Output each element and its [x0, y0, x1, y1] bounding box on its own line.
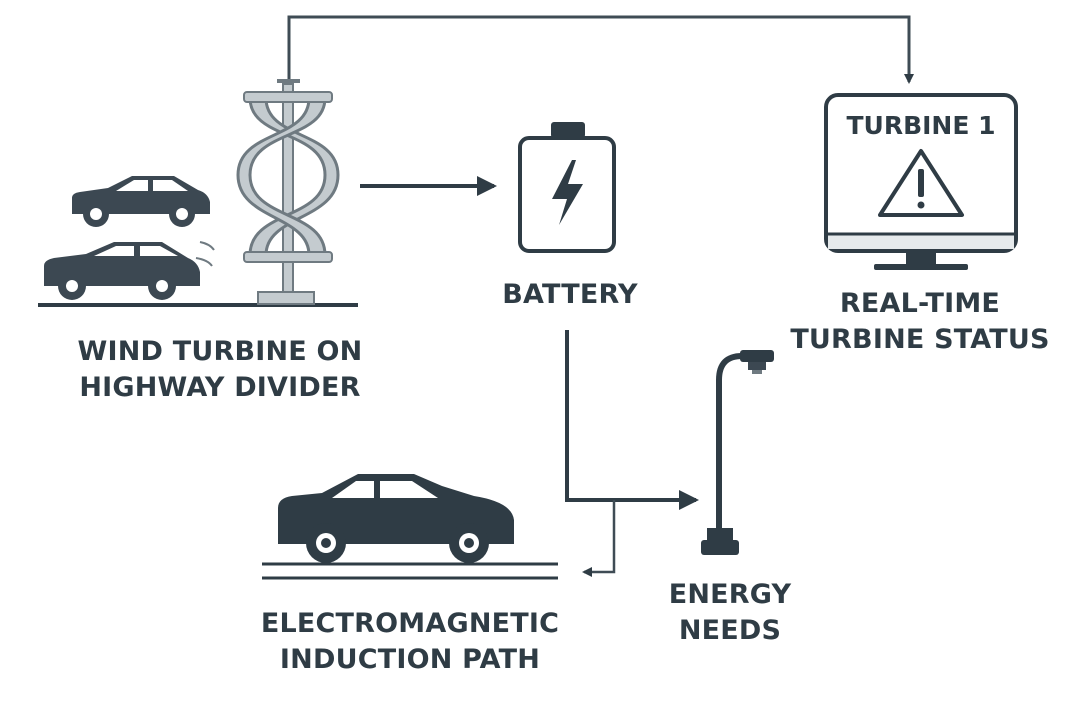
induction-path-label-line-1: ELECTROMAGNETIC	[260, 608, 560, 639]
turbine-status-label-line-1: REAL-TIME	[839, 288, 1001, 319]
arrow-battery-to-energy	[565, 330, 699, 510]
monitor-title: TURBINE 1	[846, 111, 996, 140]
battery-label: BATTERY	[480, 277, 660, 313]
wind-turbine-label: WIND TURBINE ON HIGHWAY DIVIDER	[55, 334, 385, 406]
arrow-branch-to-induction	[582, 500, 616, 577]
battery-lightning-icon	[518, 122, 616, 253]
wind-turbine-label-line-2: HIGHWAY DIVIDER	[79, 372, 361, 403]
street-light-icon	[701, 350, 774, 555]
car-icon	[72, 176, 210, 227]
turbine-status-label: REAL-TIME TURBINE STATUS	[790, 286, 1050, 358]
energy-needs-label-line-2: NEEDS	[678, 615, 782, 646]
induction-path-lines	[262, 562, 558, 580]
induction-path-label-line-2: INDUCTION PATH	[279, 644, 541, 675]
induction-path-label: ELECTROMAGNETIC INDUCTION PATH	[230, 606, 590, 678]
wind-turbine-label-line-1: WIND TURBINE ON	[77, 336, 363, 367]
vertical-wind-turbine-icon	[236, 79, 340, 305]
turbine-status-label-line-2: TURBINE STATUS	[790, 324, 1050, 355]
car-icon	[44, 242, 200, 300]
energy-needs-label-line-1: ENERGY	[668, 579, 792, 610]
wind-motion-marks	[195, 241, 215, 267]
car-icon	[278, 474, 514, 563]
connector-turbine-to-monitor	[287, 15, 914, 84]
battery-label-text: BATTERY	[502, 279, 638, 310]
monitor-warning-icon	[824, 93, 1018, 270]
energy-needs-label: ENERGY NEEDS	[640, 577, 820, 649]
